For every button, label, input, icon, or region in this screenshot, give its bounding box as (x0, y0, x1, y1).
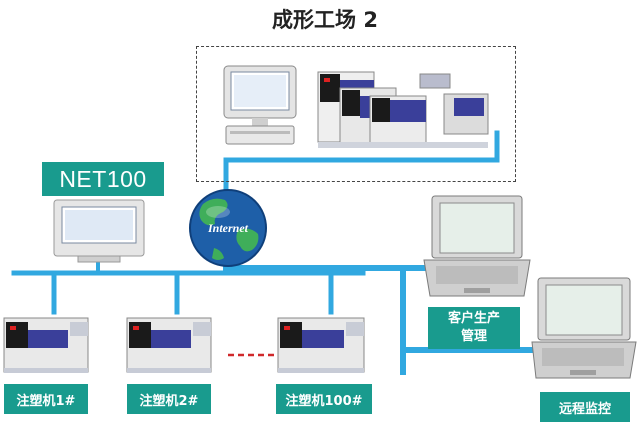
factory-computer (223, 65, 297, 145)
machine-2 (126, 317, 212, 373)
machine-1 (3, 317, 89, 373)
machine-label-2: 注塑机2# (127, 384, 211, 414)
remote-monitoring-label: 远程监控 (540, 392, 630, 422)
internet-globe-icon (189, 189, 267, 267)
remote-laptop (531, 277, 637, 379)
factory-2-boundary (196, 46, 516, 182)
factory-machines (317, 71, 489, 148)
machine-label-100: 注塑机100# (276, 384, 372, 414)
page-title: 成形工场 2 (272, 8, 378, 32)
net100-label: NET100 (42, 162, 164, 196)
network-lines (11, 130, 536, 375)
internet-label: Internet (207, 221, 248, 235)
customer-management-label: 客户生产 管理 (428, 307, 520, 349)
machine-100 (277, 317, 365, 373)
net100-monitor (53, 199, 145, 263)
customer-laptop (423, 195, 531, 297)
machine-label-1: 注塑机1# (4, 384, 88, 414)
